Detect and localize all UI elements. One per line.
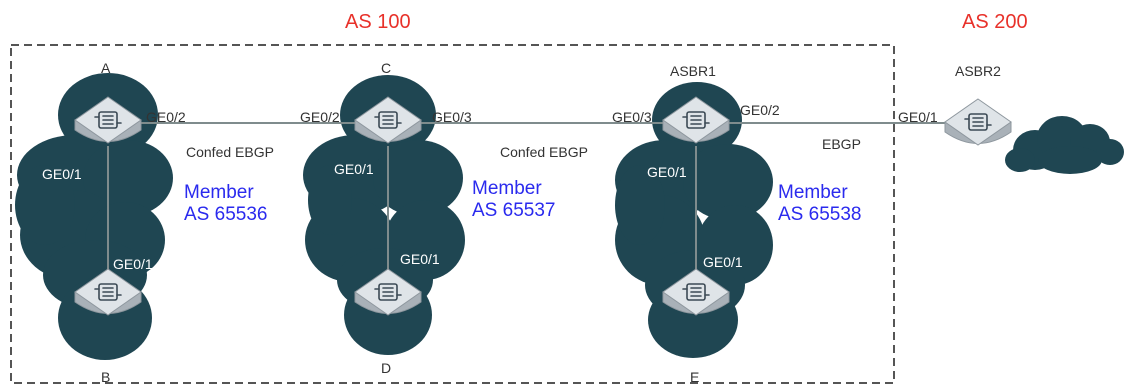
iface-c-ge02: GE0/2 bbox=[300, 109, 340, 125]
member-as-65537-label: Member AS 65537 bbox=[472, 178, 555, 222]
node-label-asbr1: ASBR1 bbox=[670, 63, 716, 79]
iface-b-ge01: GE0/1 bbox=[113, 256, 153, 272]
node-label-asbr2: ASBR2 bbox=[955, 63, 1001, 79]
as100-title: AS 100 bbox=[345, 11, 411, 33]
iface-a-ge02: GE0/2 bbox=[146, 109, 186, 125]
member-as-65537-line2: AS 65537 bbox=[472, 199, 556, 221]
node-label-e: E bbox=[690, 369, 700, 385]
iface-a-ge01: GE0/1 bbox=[42, 166, 82, 182]
member-as-65538-line1: Member bbox=[778, 182, 848, 203]
iface-asbr1-ge03: GE0/3 bbox=[612, 109, 652, 125]
iface-asbr1-ge01: GE0/1 bbox=[647, 164, 687, 180]
node-label-d: D bbox=[381, 360, 392, 376]
link-label-asbr1-asbr2: EBGP bbox=[822, 136, 861, 152]
router-icon-asbr2[interactable] bbox=[944, 98, 1012, 146]
member-as-65536-label: Member AS 65536 bbox=[184, 182, 267, 226]
iface-d-ge01: GE0/1 bbox=[400, 251, 440, 267]
internet-cloud-icon bbox=[1005, 116, 1124, 174]
member-as-65536-line1: Member bbox=[184, 182, 254, 203]
iface-c-ge01: GE0/1 bbox=[334, 161, 374, 177]
member-as-65538-label: Member AS 65538 bbox=[778, 182, 861, 226]
member-as-65537-line1: Member bbox=[472, 178, 542, 199]
links bbox=[107, 122, 945, 272]
node-label-b: B bbox=[101, 369, 111, 385]
iface-asbr2-ge01: GE0/1 bbox=[898, 109, 938, 125]
iface-e-ge01: GE0/1 bbox=[703, 254, 743, 270]
as200-title: AS 200 bbox=[962, 11, 1028, 33]
link-label-a-c: Confed EBGP bbox=[186, 144, 274, 160]
member-as-65538-line2: AS 65538 bbox=[778, 203, 862, 225]
node-label-a: A bbox=[101, 60, 111, 76]
link-label-c-asbr1: Confed EBGP bbox=[500, 144, 588, 160]
iface-asbr1-ge02: GE0/2 bbox=[740, 102, 780, 118]
member-as-65536-line2: AS 65536 bbox=[184, 203, 268, 225]
node-label-c: C bbox=[381, 60, 392, 76]
iface-c-ge03: GE0/3 bbox=[432, 109, 472, 125]
